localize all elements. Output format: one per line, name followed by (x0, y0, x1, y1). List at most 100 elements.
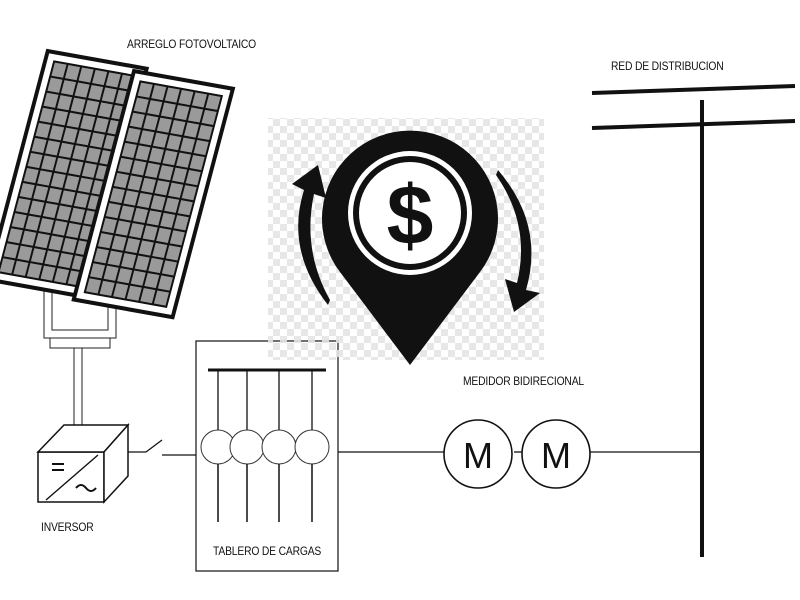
pv-cell (39, 107, 55, 123)
pv-cell (193, 139, 209, 156)
pv-cell (134, 255, 150, 271)
pv-cell (168, 182, 184, 198)
pv-cell (146, 210, 162, 226)
pv-cell (49, 125, 65, 141)
pv-cell (77, 177, 93, 193)
solar-panel-right (71, 68, 236, 320)
pv-cell (189, 154, 205, 171)
bidirectional-meter: M M (443, 419, 591, 489)
pv-cell (205, 94, 221, 110)
pv-cell (58, 142, 74, 158)
pv-cell (3, 243, 19, 259)
pv-cell (19, 183, 35, 199)
pv-cell (154, 180, 170, 196)
pv-cell (84, 100, 100, 116)
pv-cell (126, 285, 142, 301)
pv-cell (125, 238, 141, 254)
pv-cell (70, 97, 86, 113)
pv-cell (117, 268, 133, 284)
pv-cell (35, 122, 51, 138)
inverter-label: INVERSOR (41, 520, 94, 534)
pv-cell (170, 120, 186, 136)
pv-cell (161, 260, 177, 276)
pv-cell (125, 127, 141, 143)
pv-cell (139, 130, 155, 146)
pv-cell (183, 122, 200, 138)
pv-cell (30, 248, 46, 264)
pv-cell (7, 228, 23, 244)
pv-cell (197, 124, 213, 141)
pv-cell (88, 84, 104, 101)
pv-cell (45, 140, 61, 156)
pv-cell (121, 253, 137, 269)
pv-cell (78, 67, 94, 83)
pv-cell (174, 104, 190, 121)
pv-cell (97, 102, 113, 118)
pv-cell (133, 97, 149, 113)
solar-panel-icon (0, 48, 236, 425)
pv-cell (42, 202, 58, 219)
pv-cell (97, 233, 114, 249)
pv-cell (151, 85, 167, 101)
pv-cell (138, 240, 154, 256)
pv-cell (103, 265, 119, 281)
pv-cell (25, 215, 41, 231)
pv-cell (165, 245, 181, 261)
meter-icon (521, 419, 591, 489)
pv-cell (41, 155, 57, 171)
pv-cell (166, 135, 182, 151)
pv-cell (40, 265, 56, 281)
pv-cell (148, 257, 164, 274)
pv-cell (133, 207, 149, 224)
meter-1-symbol: M (463, 435, 493, 476)
pv-cell (164, 197, 180, 213)
pv-cell (46, 187, 62, 204)
pv-cell (64, 65, 81, 81)
pv-cell (115, 220, 131, 236)
pv-cell (23, 167, 39, 184)
pv-cell (92, 69, 108, 86)
pv-cell (31, 137, 47, 154)
pv-cell (153, 290, 169, 306)
pv-cell (38, 218, 54, 234)
pv-cell (80, 115, 96, 131)
pv-cell (162, 150, 178, 166)
pv-cell (105, 203, 121, 219)
pv-cell (17, 245, 33, 261)
pv-cell (111, 235, 127, 251)
pv-cell (33, 185, 49, 201)
pv-cell (177, 200, 193, 216)
switch-icon (145, 439, 163, 453)
pv-cell (191, 92, 208, 108)
pv-cell (127, 175, 143, 191)
pv-cell (144, 162, 161, 178)
pv-cell (156, 117, 172, 133)
pv-cell (76, 130, 92, 146)
inverter-icon (36, 423, 130, 504)
pv-cell (89, 263, 106, 279)
pv-cell (101, 87, 117, 103)
pv-cell (156, 227, 172, 243)
pv-cell (51, 62, 67, 78)
pv-cell (185, 170, 201, 186)
grid-label: RED DE DISTRIBUCION (611, 59, 724, 73)
pv-cell (86, 278, 102, 294)
pv-cell (99, 280, 115, 296)
pv-cell (129, 112, 145, 128)
pv-cell (53, 110, 69, 126)
pv-cell (57, 95, 73, 111)
pv-cell (62, 127, 78, 143)
pv-cell (152, 242, 168, 259)
pv-cell (81, 162, 97, 178)
solar-panel-left (0, 48, 150, 300)
pv-cell (15, 198, 31, 214)
pv-cell (101, 218, 117, 234)
pv-cell (187, 107, 204, 123)
pv-cell (89, 132, 105, 148)
pv-cell (21, 230, 37, 246)
pv-cell (43, 92, 59, 108)
utility-pole-icon (591, 84, 796, 557)
pv-cell (201, 109, 217, 125)
pv-cell (48, 235, 64, 251)
pv-cell (85, 147, 101, 163)
